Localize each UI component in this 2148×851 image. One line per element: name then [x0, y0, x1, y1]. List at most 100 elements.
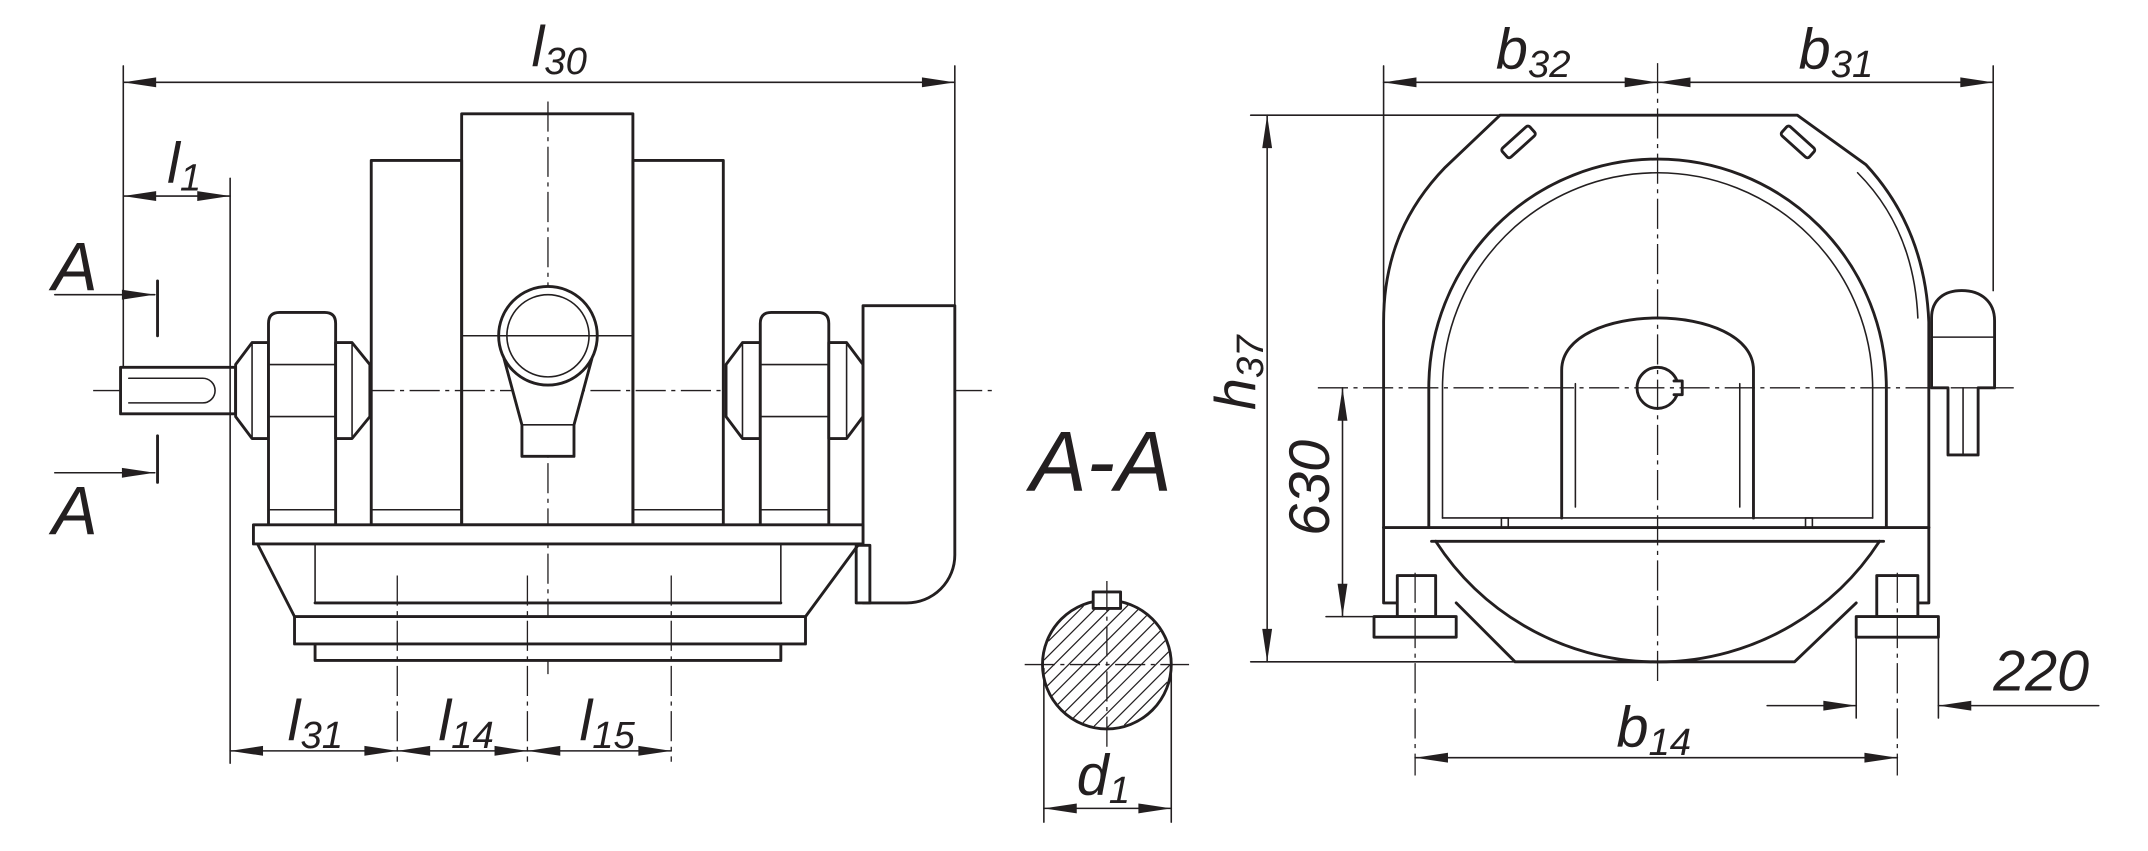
l14-dimension — [396, 745, 529, 756]
l1-dimension — [122, 191, 231, 201]
hatch-line — [1047, 605, 1085, 642]
label-l30-sub: 30 — [544, 40, 587, 83]
hatch-line — [1093, 651, 1170, 727]
b14-dimension — [1414, 752, 1899, 763]
220-dimension-left — [1766, 700, 1857, 711]
label-l30: l30 — [532, 15, 587, 83]
arrowhead — [364, 745, 398, 756]
hatch-line — [1123, 681, 1168, 726]
label-l15-sub: 15 — [592, 714, 635, 757]
motor-housing — [854, 304, 957, 605]
arrowhead — [1337, 583, 1348, 617]
arrowhead — [1938, 700, 1972, 711]
label-l14: l14 — [438, 689, 493, 757]
label-b31-base: b — [1799, 18, 1831, 82]
arrowhead — [230, 745, 264, 756]
hatch-line — [1051, 609, 1139, 697]
label-h37-base: h — [1204, 378, 1268, 410]
label-b31-sub: 31 — [1831, 43, 1874, 86]
label-b14-base: b — [1616, 696, 1648, 760]
label-l30-base: l — [532, 15, 547, 79]
l30-dimension — [122, 77, 956, 88]
section-arrow-label-top: A — [48, 229, 98, 306]
arrowhead — [638, 745, 672, 756]
front-view — [93, 65, 995, 764]
b31-dimension — [1656, 77, 1994, 88]
section-title: A-A — [1025, 414, 1172, 509]
side-motor-unit — [1930, 289, 1997, 457]
label-l14-base: l — [438, 689, 453, 753]
arrowhead — [1138, 803, 1172, 814]
hatch-line — [1072, 630, 1161, 719]
left-gear-casing — [369, 158, 464, 527]
arrowhead — [397, 745, 431, 756]
front-bolt-centerlines — [396, 575, 672, 762]
input-shaft — [119, 365, 238, 416]
d1-dimension — [1043, 803, 1173, 814]
arrowhead — [121, 289, 155, 300]
lifting-slot-right — [1779, 124, 1817, 160]
side-body-inner-edge — [1856, 171, 1919, 319]
label-b31: b31 — [1799, 18, 1874, 86]
side-base — [1382, 517, 1931, 664]
hatch-line — [1044, 601, 1117, 675]
l15-dimension — [526, 745, 673, 756]
section-arrow-label-bottom: A — [48, 472, 98, 549]
arrowhead — [1415, 752, 1448, 763]
arrowhead — [1262, 115, 1273, 149]
label-l1-sub: 1 — [180, 157, 201, 200]
right-bearing-cone — [827, 341, 865, 440]
arrowhead — [1337, 387, 1348, 421]
label-l1: l1 — [167, 131, 201, 199]
label-b14-sub: 14 — [1648, 721, 1691, 764]
section-arrow-bottom — [54, 467, 156, 478]
h37-dimension — [1262, 114, 1273, 663]
hatch-line — [1106, 664, 1171, 728]
label-l1-base: l — [167, 131, 182, 195]
label-l15-base: l — [579, 689, 594, 753]
630-dimension — [1337, 387, 1348, 618]
inspection-lever — [497, 285, 599, 458]
label-630: 630 — [1278, 440, 1342, 536]
label-d1: d1 — [1077, 744, 1130, 812]
hatch-line — [1043, 601, 1103, 661]
arrowhead — [494, 745, 528, 756]
hatch-line — [1047, 604, 1129, 687]
dimension-lines — [54, 77, 2100, 814]
front-base-frame — [251, 523, 865, 662]
arrowhead — [921, 77, 955, 88]
arrowhead — [123, 191, 157, 201]
side-view — [1249, 63, 2014, 776]
arrowhead — [123, 77, 157, 88]
front-extension-lines — [122, 65, 956, 764]
label-b32: b32 — [1496, 18, 1571, 86]
arrowhead — [197, 191, 231, 201]
label-l31-sub: 31 — [300, 714, 343, 757]
l31-dimension — [229, 745, 399, 756]
right-coupling — [724, 341, 762, 440]
section-arrow-top — [54, 289, 156, 300]
arrowhead — [1262, 628, 1273, 662]
label-h37-sub: 37 — [1229, 334, 1272, 378]
label-h37: h37 — [1204, 334, 1272, 410]
arrowhead — [1864, 752, 1898, 763]
section-view — [1024, 580, 1190, 823]
label-b32-base: b — [1496, 18, 1528, 82]
label-220: 220 — [1992, 640, 2089, 704]
arrowhead — [1624, 77, 1658, 88]
220-dimension-right — [1937, 700, 2100, 711]
lifting-slot-left — [1500, 124, 1537, 160]
b32-dimension — [1382, 77, 1659, 88]
arrowhead — [1043, 803, 1077, 814]
arrowhead — [1657, 77, 1691, 88]
left-bearing-housing — [267, 311, 338, 529]
label-l14-sub: 14 — [451, 714, 494, 757]
label-l31-base: l — [288, 689, 303, 753]
arrowhead — [121, 467, 155, 478]
shaft-section-hatching — [1043, 601, 1171, 728]
right-bearing-housing — [758, 311, 831, 529]
hatch-line — [1082, 640, 1166, 724]
side-extension-lines — [1249, 65, 1994, 776]
label-b32-sub: 32 — [1528, 43, 1571, 86]
